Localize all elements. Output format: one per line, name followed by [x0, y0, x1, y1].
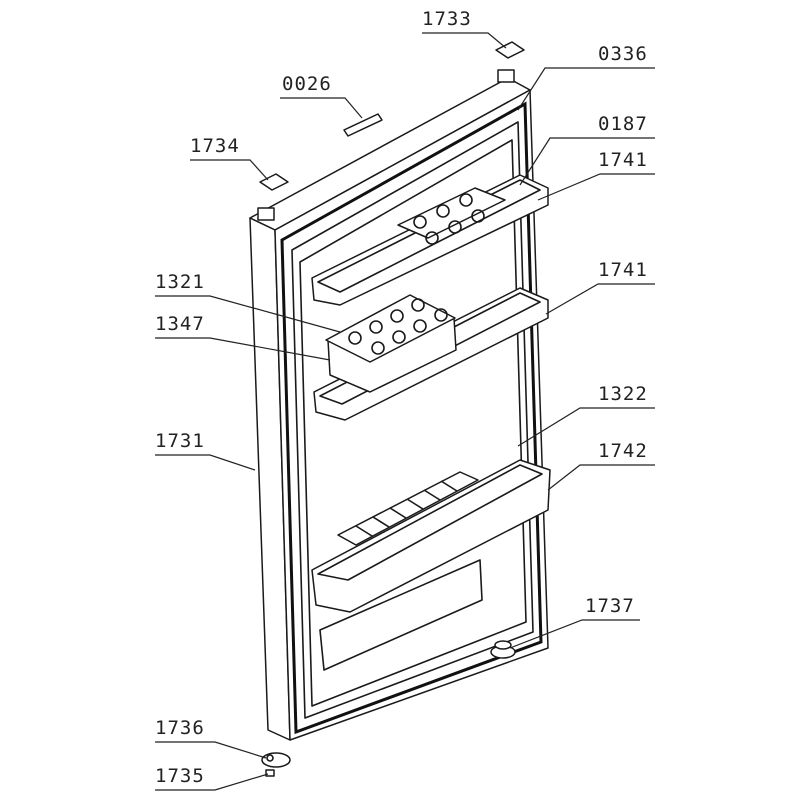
callout-1741-upper: 1741 — [598, 149, 648, 171]
callout-1347: 1347 — [155, 313, 205, 335]
callout-0187: 0187 — [598, 113, 648, 135]
top-cap-right-drawing — [495, 41, 525, 59]
hinge-bottom-drawing — [261, 752, 291, 768]
callout-1733: 1733 — [422, 8, 472, 30]
callout-1741-middle: 1741 — [598, 259, 648, 281]
callout-1736: 1736 — [155, 717, 205, 739]
callout-1734: 1734 — [190, 135, 240, 157]
hinge-right-drawing — [490, 640, 516, 659]
shelf-upper-drawing — [311, 174, 549, 306]
hinge-pin-drawing — [265, 769, 275, 777]
top-cap-left-drawing — [259, 173, 289, 191]
callout-1737: 1737 — [585, 595, 635, 617]
callout-0026: 0026 — [282, 73, 332, 95]
callout-1321: 1321 — [155, 271, 205, 293]
callout-0336: 0336 — [598, 43, 648, 65]
leader-lines — [155, 32, 655, 791]
handle-drawing — [343, 113, 383, 137]
shelf-middle-drawing — [313, 287, 549, 421]
callout-1735: 1735 — [155, 765, 205, 787]
callout-1322: 1322 — [598, 383, 648, 405]
callout-1731: 1731 — [155, 430, 205, 452]
door-panel-drawing — [249, 69, 549, 741]
callout-1742: 1742 — [598, 440, 648, 462]
shelf-bottom-drawing — [311, 459, 551, 613]
